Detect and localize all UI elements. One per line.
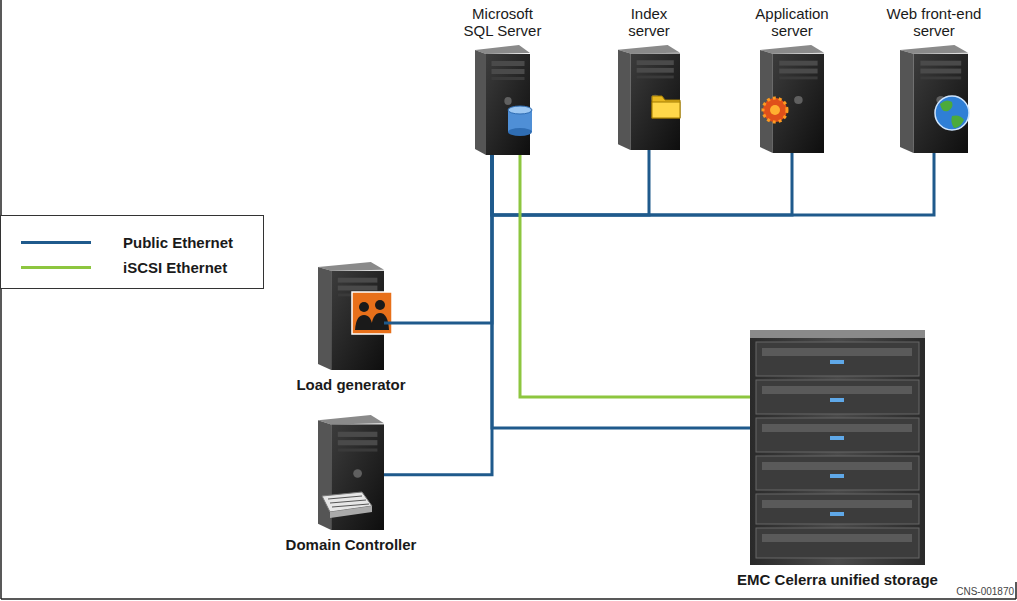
- database-icon: [508, 106, 532, 136]
- ethernet-link: [492, 153, 792, 215]
- server-tower: [318, 415, 384, 530]
- ethernet-link: [492, 153, 934, 215]
- folder-icon: [652, 96, 680, 118]
- legend-entry: iSCSI Ethernet: [21, 255, 263, 280]
- domain-controller: Domain Controller: [318, 415, 384, 530]
- users-icon: [352, 292, 392, 334]
- legend-entry: Public Ethernet: [21, 230, 263, 255]
- database-server: Microsoft SQL Server: [475, 45, 530, 155]
- legend-text: iSCSI Ethernet: [123, 259, 227, 276]
- legend-swatch: [21, 266, 91, 269]
- application-server: Application server: [760, 45, 824, 153]
- web-server: Web front-end server: [900, 45, 968, 153]
- globe-icon: [935, 96, 969, 130]
- ethernet-link: [384, 155, 492, 323]
- node-label: Index server: [614, 5, 684, 39]
- server-tower: [760, 45, 824, 153]
- gear-icon: [763, 98, 787, 122]
- index-server: Index server: [618, 45, 680, 150]
- figure-code: CNS-001870: [956, 586, 1014, 597]
- legend-swatch: [21, 241, 91, 244]
- legend-text: Public Ethernet: [123, 234, 233, 251]
- ethernet-link: [492, 150, 649, 215]
- iscsi-link: [520, 155, 750, 397]
- ethernet-link: [384, 155, 492, 475]
- node-label: Domain Controller: [286, 536, 417, 553]
- ethernet-link: [492, 155, 750, 428]
- load-generator: Load generator: [318, 262, 384, 370]
- storage-array: EMC Celerra unified storage: [750, 330, 925, 565]
- storage-rack: [750, 330, 925, 565]
- server-towers: [318, 45, 968, 530]
- node-label: EMC Celerra unified storage: [737, 571, 938, 588]
- node-label: Microsoft SQL Server: [458, 5, 548, 39]
- keyboard-drawer-icon: [322, 492, 372, 518]
- legend: Public Ethernet iSCSI Ethernet: [0, 215, 264, 289]
- node-label: Application server: [747, 5, 837, 39]
- server-tower: [900, 45, 968, 153]
- server-tower: [475, 45, 530, 155]
- node-label: Load generator: [296, 376, 405, 393]
- node-label: Web front-end server: [878, 5, 990, 39]
- server-tower: [618, 45, 680, 150]
